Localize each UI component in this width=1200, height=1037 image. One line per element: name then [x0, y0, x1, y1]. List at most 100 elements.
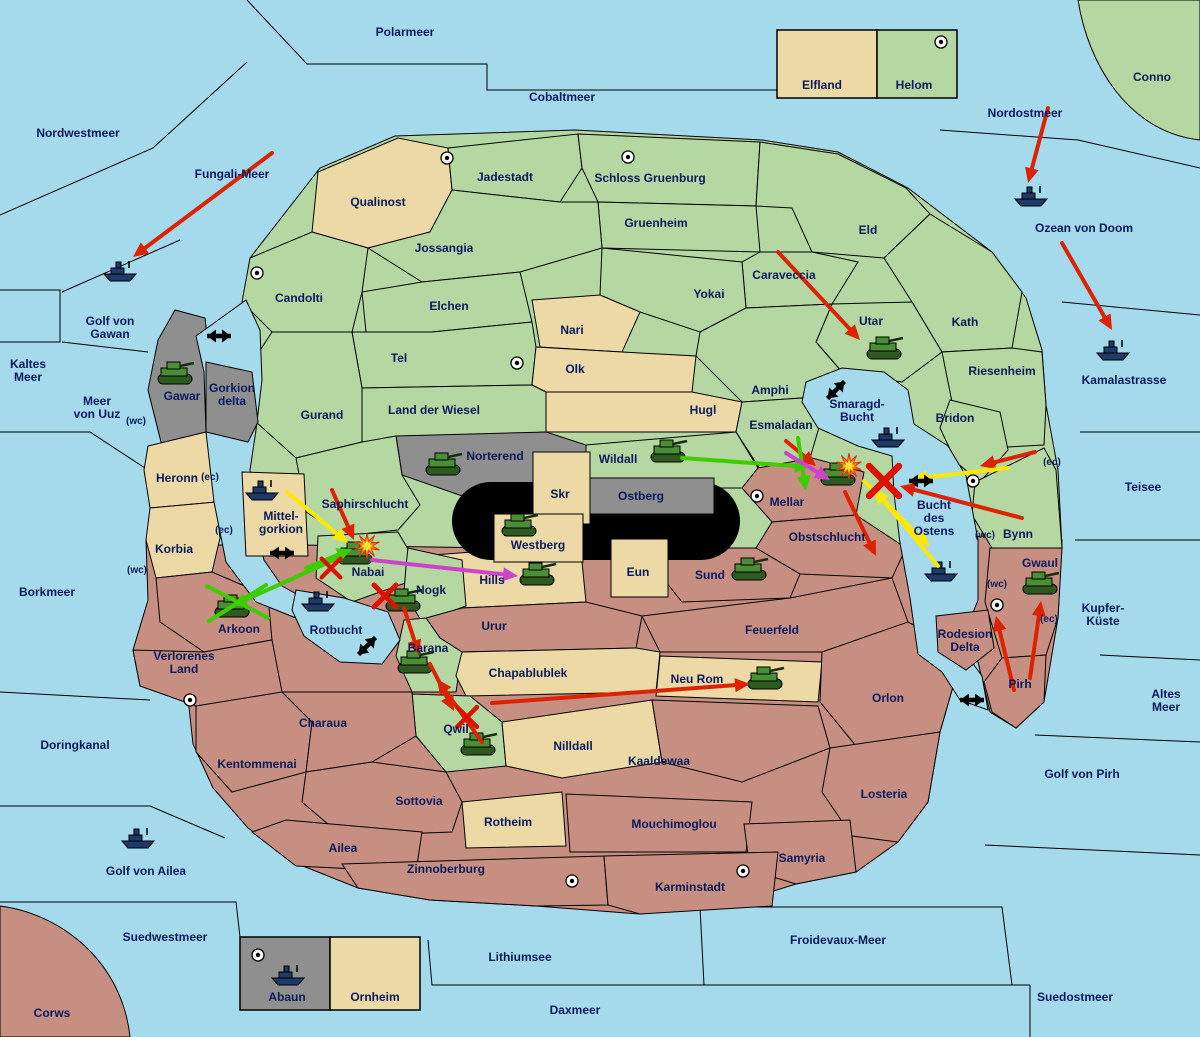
label-gurand: Gurand: [301, 408, 344, 422]
label-sottovia: Sottovia: [395, 794, 443, 808]
sea-border: [939, 129, 1200, 169]
label-samyria: Samyria: [779, 851, 826, 865]
ship-unit[interactable]: [102, 261, 138, 282]
sea-label-nordostmeer: Nordostmeer: [988, 106, 1063, 120]
territory-kaaldewaa[interactable]: [651, 699, 831, 783]
tank-unit[interactable]: [820, 462, 858, 486]
city-marker: [621, 150, 635, 164]
coast-tag: (wc): [975, 530, 995, 541]
ship-unit[interactable]: [120, 828, 156, 849]
sea-label-ozean-von-doom: Ozean von Doom: [1035, 221, 1133, 235]
sea-label-doringkanal: Doringkanal: [40, 738, 109, 752]
attack-arrow-red: [330, 488, 355, 540]
attack-arrow-red: [133, 151, 274, 257]
ship-unit[interactable]: [1013, 186, 1049, 207]
label-wildall: Wildall: [599, 452, 638, 466]
legend-territory-elfland[interactable]: [776, 29, 878, 99]
territory-rodesion-delta[interactable]: [935, 609, 995, 671]
attack-arrow-red: [776, 250, 860, 340]
tank-unit[interactable]: [157, 361, 195, 385]
tank-unit[interactable]: [866, 336, 904, 360]
sea-border: [699, 906, 705, 986]
territory-tel[interactable]: [351, 321, 537, 389]
sea-label-kupfer-küste: Kupfer-Küste: [1082, 601, 1125, 628]
city-marker: [250, 266, 264, 280]
tank-unit[interactable]: [397, 650, 435, 674]
attack-arrow-red: [490, 678, 750, 705]
city-marker: [510, 356, 524, 370]
ship-unit[interactable]: [870, 427, 906, 448]
territory-korbia[interactable]: [145, 501, 221, 579]
ship-unit[interactable]: [300, 591, 336, 612]
attack-arrow-red: [402, 606, 422, 655]
territory-karminstadt[interactable]: [603, 851, 779, 915]
city-marker: [966, 474, 980, 488]
sea-label-polarmeer: Polarmeer: [376, 25, 435, 39]
label-heronn: Heronn: [156, 471, 198, 485]
label-eun: Eun: [627, 565, 650, 579]
label-schloss-gruenburg: Schloss Gruenburg: [594, 171, 705, 185]
tank-unit[interactable]: [425, 452, 463, 476]
tank-unit[interactable]: [519, 562, 557, 586]
label-corws: Corws: [34, 1006, 71, 1020]
territory-corws[interactable]: [0, 905, 131, 1037]
label-arkoon: Arkoon: [218, 622, 260, 636]
city-marker: [251, 948, 265, 962]
blocked-x-mark: [454, 704, 480, 730]
sea-border: [984, 844, 1200, 856]
label-elchen: Elchen: [429, 299, 468, 313]
label-kaaldewaa: Kaaldewaa: [628, 754, 690, 768]
tank-unit[interactable]: [1022, 571, 1060, 595]
territory-rotheim[interactable]: [461, 791, 567, 849]
legend-territory-ornheim[interactable]: [329, 936, 421, 1011]
territory-mouchimoglou[interactable]: [565, 793, 753, 853]
ship-unit[interactable]: [244, 480, 280, 501]
city-marker: [736, 864, 750, 878]
label-esmaladan: Esmaladan: [749, 418, 812, 432]
label-utar: Utar: [859, 314, 883, 328]
strait-arrow: [960, 693, 984, 707]
territory-gorkion-delta[interactable]: [205, 361, 259, 443]
coast-tag: (wc): [127, 565, 147, 576]
label-caraveccia: Caraveccia: [752, 268, 816, 282]
ship-unit[interactable]: [270, 965, 306, 986]
sea-label-suedostmeer: Suedostmeer: [1037, 990, 1113, 1004]
territory-conno[interactable]: [1077, 0, 1200, 141]
ship-unit[interactable]: [1095, 340, 1131, 361]
territory-losteria[interactable]: [821, 731, 941, 843]
coast-tag: (wc): [126, 416, 146, 427]
sea-border: [0, 431, 149, 471]
tank-unit[interactable]: [731, 557, 769, 581]
tank-unit[interactable]: [747, 666, 785, 690]
territory-urur[interactable]: [425, 601, 643, 653]
territory-schloss-gruenburg[interactable]: [577, 133, 761, 207]
territory-sottovia[interactable]: [301, 761, 463, 837]
territory-nilldall[interactable]: [501, 699, 663, 779]
label-charaua: Charaua: [299, 716, 347, 730]
sea-label-kamalastrasse: Kamalastrasse: [1082, 373, 1167, 387]
sea-label-froidevaux-meer: Froidevaux-Meer: [790, 933, 886, 947]
label-losteria: Losteria: [861, 787, 908, 801]
city-marker: [565, 874, 579, 888]
territory-jadestadt[interactable]: [447, 133, 583, 203]
territory-skr[interactable]: [532, 451, 591, 525]
territory-nari[interactable]: [531, 294, 641, 353]
sea-border: [0, 61, 248, 216]
territory-eun[interactable]: [610, 538, 669, 598]
sea-label-rotbucht: Rotbucht: [310, 623, 363, 637]
label-hills: Hills: [479, 573, 505, 587]
territory-verlorenes-land[interactable]: [132, 639, 283, 707]
label-urur: Urur: [481, 619, 507, 633]
label-ostberg: Ostberg: [618, 489, 664, 503]
label-conno: Conno: [1133, 70, 1171, 84]
attack-arrow-red: [843, 490, 876, 556]
tank-unit[interactable]: [501, 513, 539, 537]
territory-ostberg[interactable]: [585, 477, 715, 515]
label-tel: Tel: [391, 351, 407, 365]
coast-tag: (ec): [215, 525, 233, 536]
coast-tag: (ec): [1043, 457, 1061, 468]
tank-unit[interactable]: [650, 439, 688, 463]
label-jossangia: Jossangia: [415, 241, 474, 255]
territory-riesenheim[interactable]: [941, 347, 1047, 449]
